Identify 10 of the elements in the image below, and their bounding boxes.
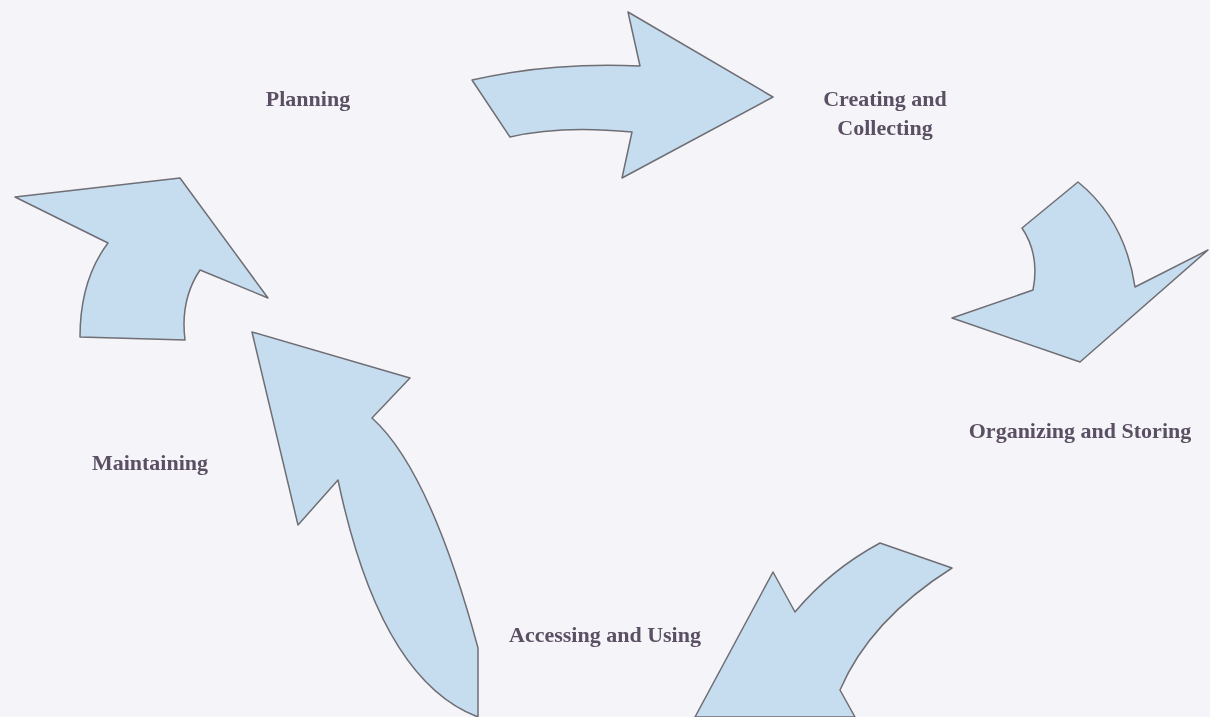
stage-label: Planning xyxy=(265,85,351,113)
curved-block-arrow xyxy=(14,177,269,341)
curved-block-arrow xyxy=(951,181,1209,363)
curved-block-arrow xyxy=(471,11,774,179)
stage-label: Creating and Collecting xyxy=(822,85,948,142)
stage-label: Organizing and Storing xyxy=(968,417,1192,445)
stage-label: Accessing and Using xyxy=(509,621,701,649)
curved-block-arrow xyxy=(251,331,479,717)
stage-label: Maintaining xyxy=(91,449,209,477)
curved-block-arrow xyxy=(694,542,953,717)
